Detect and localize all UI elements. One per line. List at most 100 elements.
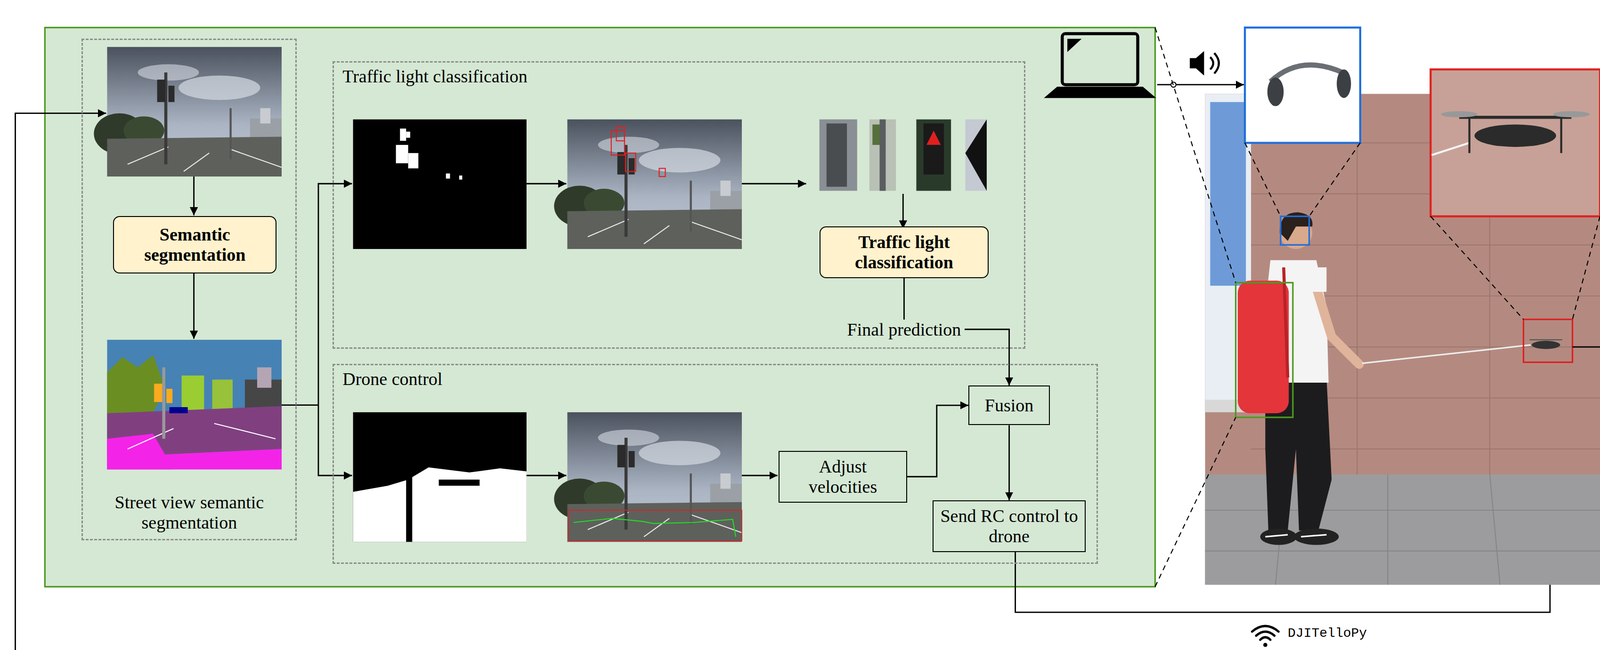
walkable-photo — [553, 412, 742, 543]
traffic-light-crops-part — [819, 119, 858, 192]
flow-arrow-part — [318, 405, 352, 477]
connector-arrow — [907, 405, 969, 478]
segmentation-image-part — [154, 383, 163, 403]
speaker-icon-part — [1214, 53, 1219, 74]
traffic-light-mask-part — [399, 128, 407, 141]
wifi-icon-part — [1251, 626, 1279, 633]
laptop-icon-part — [1043, 86, 1156, 98]
person-photo-part-part — [1356, 93, 1358, 475]
group-heading: Traffic light classification — [342, 66, 1016, 87]
headphones-inset-part — [1244, 27, 1361, 144]
traffic-light-crops-part — [965, 119, 987, 192]
box-label: Semantic segmentation — [118, 224, 271, 265]
traffic-light-crops-part — [965, 119, 987, 192]
speaker-icon — [1170, 50, 1219, 88]
zoom-leader-part — [1309, 143, 1361, 217]
zoom-box-part — [1235, 283, 1293, 418]
flow-arrow-part — [193, 176, 195, 216]
drone-inset-part — [1560, 117, 1563, 154]
segmentation-image-part — [162, 367, 165, 439]
process-box: Fusion — [968, 385, 1050, 426]
traffic-light-mask-part — [408, 153, 419, 169]
library-label: DJITelloPy — [1287, 626, 1367, 642]
drone-inset — [1430, 69, 1600, 217]
traffic-light-crops — [819, 119, 987, 192]
walkable-photo-part — [568, 510, 742, 542]
box-label: Adjust velocities — [784, 456, 902, 497]
traffic-light-mask — [353, 119, 527, 250]
box-label: Fusion — [984, 395, 1034, 416]
walkable-mask-part — [406, 449, 413, 543]
process-box: Adjust velocities — [778, 451, 908, 504]
edge-label-holder: Final prediction — [843, 319, 966, 341]
traffic-light-mask-part — [406, 131, 411, 139]
wifi-icon — [1251, 626, 1279, 648]
box-label: Send RC control to drone — [938, 506, 1081, 547]
connector-arrow — [1008, 425, 1010, 501]
segmentation-image-part — [106, 433, 174, 470]
headphones-inset — [1244, 27, 1361, 144]
walkable-photo-part — [573, 518, 736, 537]
walkable-mask-part — [353, 467, 527, 543]
flow-arrow-part — [741, 183, 806, 185]
segmentation-image-part — [257, 367, 272, 388]
person-photo-part — [1205, 474, 1600, 585]
person-photo-part — [1316, 287, 1360, 365]
detection-photo-part — [625, 153, 636, 172]
label-holder: DJITelloPy — [1287, 626, 1367, 642]
detection-photo-part — [553, 119, 742, 250]
flow-arrow-part — [741, 475, 778, 477]
person-photo-part — [1531, 341, 1561, 350]
segmentation-image-part — [106, 340, 282, 470]
detection-photo — [553, 119, 742, 250]
segmentation-image-part — [212, 379, 233, 411]
drone-inset-part — [1440, 111, 1478, 118]
group-heading: Street view semantic segmentation — [82, 492, 296, 533]
person-photo-part-part — [1387, 474, 1389, 585]
segmentation-image-part — [181, 375, 205, 411]
wifi-icon-part — [1263, 643, 1268, 648]
drone-inset-part — [1474, 124, 1557, 147]
person-photo-part — [1529, 339, 1563, 341]
segmentation-image-part — [214, 423, 276, 440]
zoom-leader-part — [1572, 216, 1600, 320]
flow-arrow-part — [902, 194, 904, 229]
person-photo-part — [1362, 345, 1531, 364]
traffic-light-mask-part — [446, 173, 451, 179]
flow-arrow-part — [1157, 84, 1244, 86]
traffic-light-crops-part — [926, 130, 941, 146]
person-photo-part — [1307, 267, 1327, 293]
detection-photo-part — [611, 130, 625, 156]
zoom-box — [1235, 216, 1573, 418]
wifi-icon-part — [1260, 637, 1271, 641]
person-photo-part — [1260, 528, 1298, 546]
zoom-box-part — [1280, 216, 1310, 246]
headphones-inset-part — [1336, 69, 1351, 98]
segmentation-image — [106, 340, 282, 470]
segmentation-image-part — [166, 389, 173, 404]
street-photo — [93, 47, 282, 177]
zoom-leader-part — [1154, 27, 1236, 284]
flow-arrow-part — [281, 404, 319, 407]
walkable-mask-part — [353, 412, 527, 543]
laptop-icon-part — [1067, 38, 1082, 52]
drone-inset-part — [1430, 69, 1600, 217]
wifi-icon-part — [1256, 632, 1275, 637]
detection-photo-part — [616, 126, 625, 141]
box-label: Traffic light classification — [825, 232, 984, 273]
walkable-photo-part — [553, 412, 742, 543]
drone-inset-part — [1468, 117, 1471, 154]
walkable-mask — [353, 412, 527, 543]
person-photo-part — [1300, 535, 1327, 537]
dashed-group: Adjust velocities FusionSend RC control t… — [332, 364, 1098, 565]
person-photo-part — [1265, 535, 1288, 537]
traffic-light-crops-part — [869, 119, 896, 192]
detection-photo-part — [659, 168, 666, 177]
drone-inset-part — [1459, 115, 1572, 120]
speaker-icon-part — [1189, 50, 1204, 76]
segmentation-image-part — [127, 429, 174, 450]
flow-arrow-part — [15, 113, 106, 650]
